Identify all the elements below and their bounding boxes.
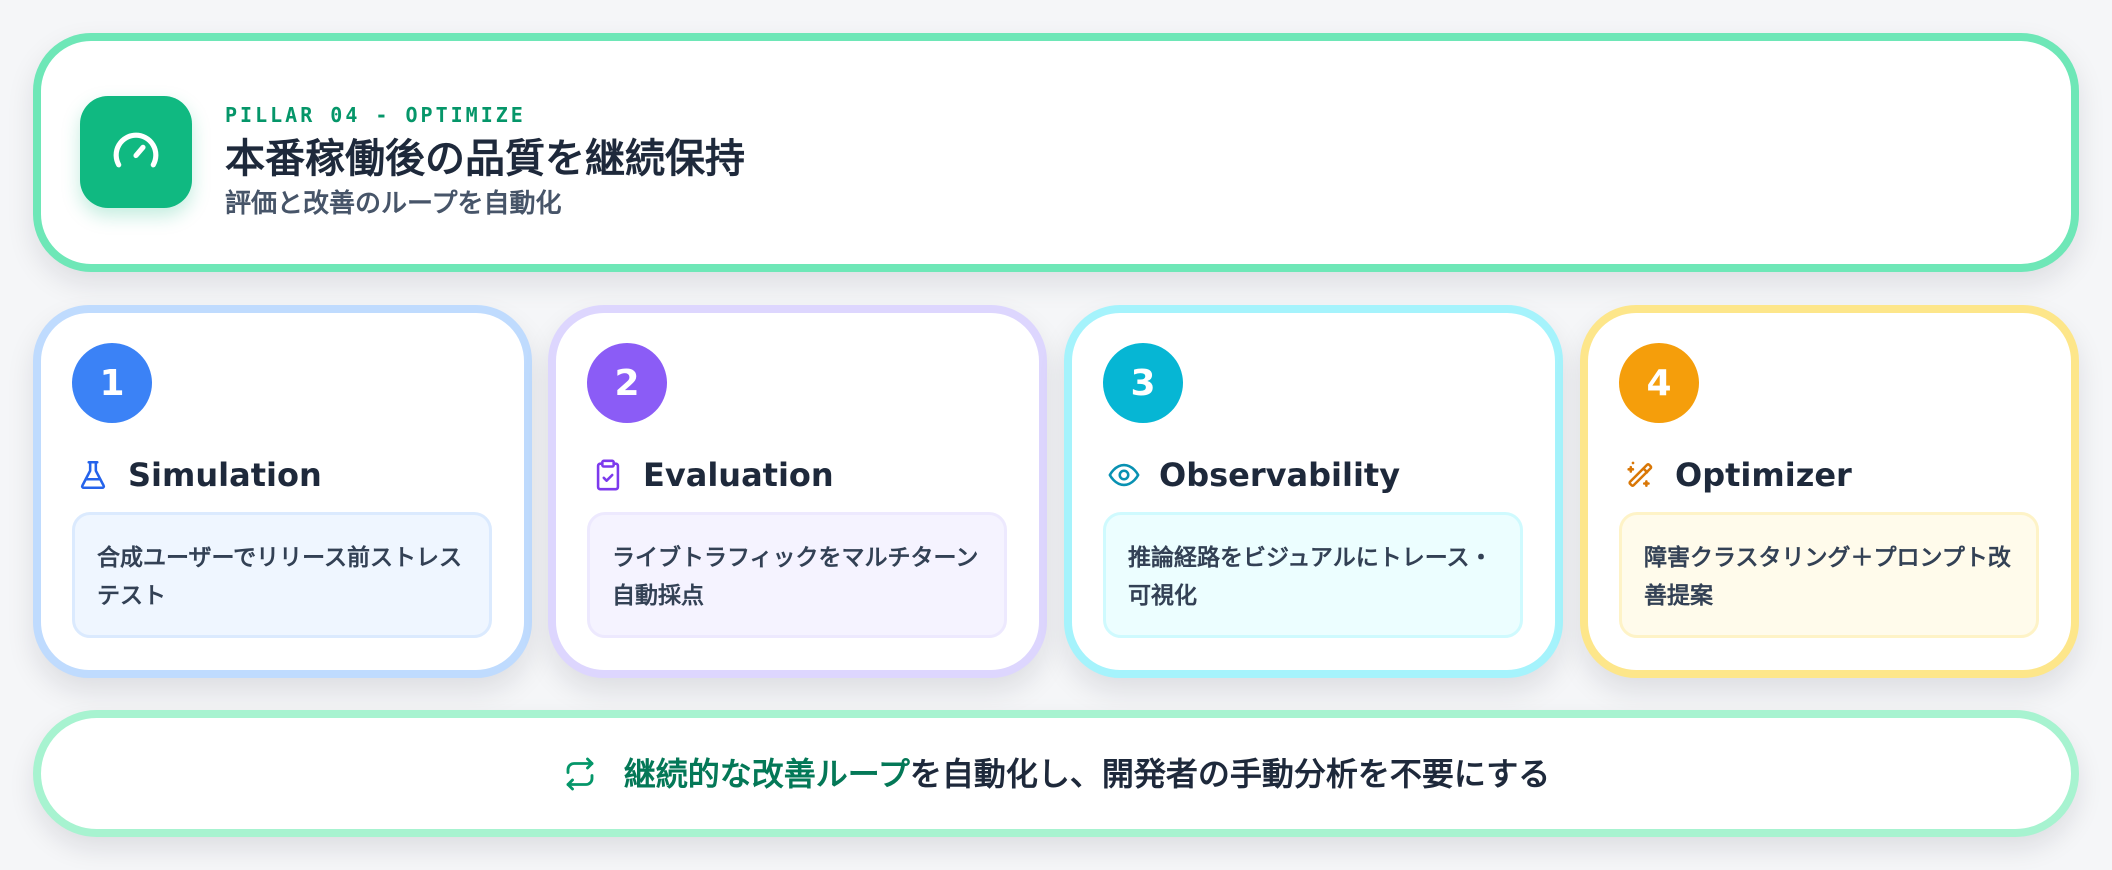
step-heading: Observability bbox=[1107, 455, 1400, 495]
step-card-evaluation: 2 Evaluation ライブトラフィックをマルチターン自動採点 bbox=[548, 305, 1047, 678]
step-description: 推論経路をビジュアルにトレース・可視化 bbox=[1103, 512, 1523, 638]
step-title: Evaluation bbox=[643, 456, 834, 494]
step-description: 障害クラスタリング＋プロンプト改善提案 bbox=[1619, 512, 2039, 638]
step-heading: Optimizer bbox=[1623, 455, 1852, 495]
step-heading: Simulation bbox=[76, 455, 322, 495]
footer-rest-text: を自動化し、開発者の手動分析を不要にする bbox=[909, 754, 1551, 793]
step-number-badge: 2 bbox=[587, 343, 667, 423]
step-heading: Evaluation bbox=[591, 455, 834, 495]
header-text: PILLAR 04 - OPTIMIZE 本番稼働後の品質を継続保持 評価と改善… bbox=[225, 103, 745, 221]
page-title: 本番稼働後の品質を継続保持 bbox=[225, 136, 745, 182]
step-title: Optimizer bbox=[1675, 456, 1852, 494]
step-description: 合成ユーザーでリリース前ストレステスト bbox=[72, 512, 492, 638]
header-card: PILLAR 04 - OPTIMIZE 本番稼働後の品質を継続保持 評価と改善… bbox=[33, 33, 2079, 272]
step-number-badge: 4 bbox=[1619, 343, 1699, 423]
flask-icon bbox=[76, 458, 110, 492]
page-subtitle: 評価と改善のループを自動化 bbox=[225, 189, 562, 219]
step-number-badge: 3 bbox=[1103, 343, 1183, 423]
footer-message: 継続的な改善ループを自動化し、開発者の手動分析を不要にする bbox=[624, 754, 1550, 794]
step-card-observability: 3 Observability 推論経路をビジュアルにトレース・可視化 bbox=[1064, 305, 1563, 678]
footer-banner: 継続的な改善ループを自動化し、開発者の手動分析を不要にする bbox=[33, 710, 2079, 837]
footer-accent-text: 継続的な改善ループ bbox=[623, 754, 910, 793]
step-title: Observability bbox=[1159, 456, 1401, 494]
step-description: ライブトラフィックをマルチターン自動採点 bbox=[587, 512, 1007, 638]
step-title: Simulation bbox=[128, 456, 322, 494]
repeat-icon bbox=[562, 756, 598, 792]
eyebrow-label: PILLAR 04 - OPTIMIZE bbox=[225, 103, 526, 127]
clipboard-check-icon bbox=[591, 458, 625, 492]
step-card-simulation: 1 Simulation 合成ユーザーでリリース前ストレステスト bbox=[33, 305, 532, 678]
eye-icon bbox=[1107, 458, 1141, 492]
gauge-icon bbox=[113, 132, 159, 168]
magic-wand-icon bbox=[1623, 458, 1657, 492]
header-icon-badge bbox=[80, 96, 192, 208]
step-card-optimizer: 4 Optimizer 障害クラスタリング＋プロンプト改善提案 bbox=[1580, 305, 2079, 678]
step-number-badge: 1 bbox=[72, 343, 152, 423]
